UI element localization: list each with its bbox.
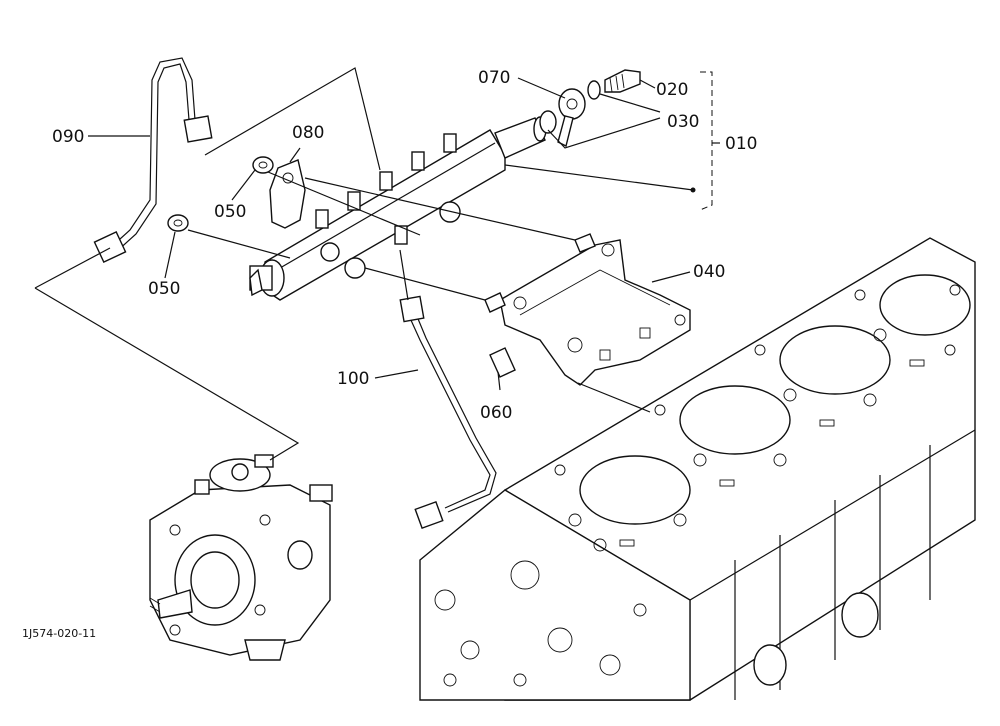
label-070: 070: [478, 68, 510, 88]
injection-pipe-090: [93, 57, 213, 263]
banjo-fitting-parts: [539, 69, 641, 148]
label-040: 040: [693, 262, 725, 282]
label-090: 090: [52, 127, 84, 147]
label-060: 060: [480, 403, 512, 423]
label-080: 080: [292, 123, 324, 143]
engine-block: [419, 237, 976, 701]
label-050-upper: 050: [214, 202, 246, 222]
nuts: [167, 156, 274, 232]
common-rail: [249, 116, 547, 301]
fuel-injection-pump: [149, 454, 333, 661]
leader-lines: [34, 67, 720, 461]
rail-bracket: [484, 233, 691, 386]
label-010: 010: [725, 134, 757, 154]
label-020: 020: [656, 80, 688, 100]
pipe-clamp: [269, 159, 306, 229]
label-050-lower: 050: [148, 279, 180, 299]
injection-pipe-100: [399, 295, 497, 530]
label-030: 030: [667, 112, 699, 132]
reference-code: 1J574-020-11: [22, 627, 96, 640]
label-100: 100: [337, 369, 369, 389]
